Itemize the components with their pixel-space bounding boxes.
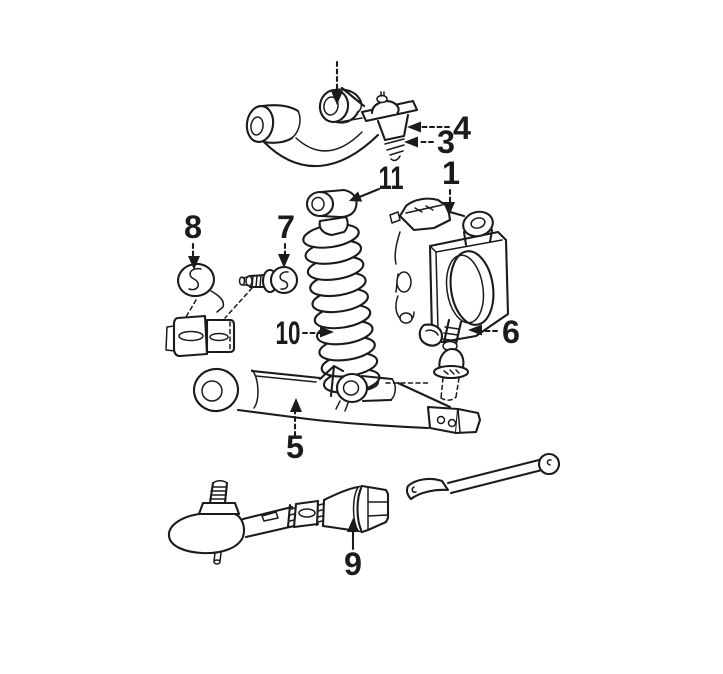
bushing-grommet [177,262,225,313]
callout-arrowhead [290,398,302,412]
callout-arrowhead [407,121,421,133]
callout-arrowhead [331,91,343,105]
diagram-ink: 4 3 1 11 8 [165,60,561,582]
callout-label: 10 [276,315,301,351]
coil-spring-shock [302,188,381,394]
shock-top-bushing [305,188,358,219]
callout-11: 11 [349,160,404,202]
callout-arrowhead [443,202,455,216]
stabilizer-link-rod [405,452,561,501]
callout-9: 9 [344,518,362,582]
callout-label: 5 [286,429,304,465]
callout-8: 8 [184,209,202,270]
callout-arrowhead [188,256,200,270]
callout-arrowhead [349,191,363,202]
callout-arrowhead [347,518,359,532]
callout-label: 9 [344,546,362,582]
callout-label: 3 [437,124,455,160]
lower-control-arm [192,347,482,435]
callout-label: 11 [379,160,404,196]
callout-leader [355,187,381,200]
callout-6: 6 [468,314,520,350]
callout-label: 7 [277,209,295,245]
callouts: 4 3 1 11 8 [184,60,520,582]
callout-1: 1 [442,155,460,216]
callout-label: 4 [453,110,471,146]
callout-arrowhead [320,326,334,338]
steering-knuckle [389,197,510,352]
callout-label: 1 [442,155,460,191]
callout-arrowhead [278,254,290,268]
bump-stop [432,347,470,401]
callout-7: 7 [277,209,295,268]
callout-label: 6 [502,314,520,350]
bracket-bolt [238,265,299,295]
upper-control-arm [245,86,380,168]
callout-arrowhead [468,324,482,336]
callout-arrowhead [404,136,418,148]
callout-4: 4 [407,110,471,146]
callout-10: 10 [276,315,334,351]
stabilizer-bracket [165,287,253,358]
unlabeled-pointer [331,60,343,105]
callout-5: 5 [286,398,304,465]
callout-3: 3 [404,124,455,160]
callout-label: 8 [184,209,202,245]
ball-joint [360,91,419,162]
